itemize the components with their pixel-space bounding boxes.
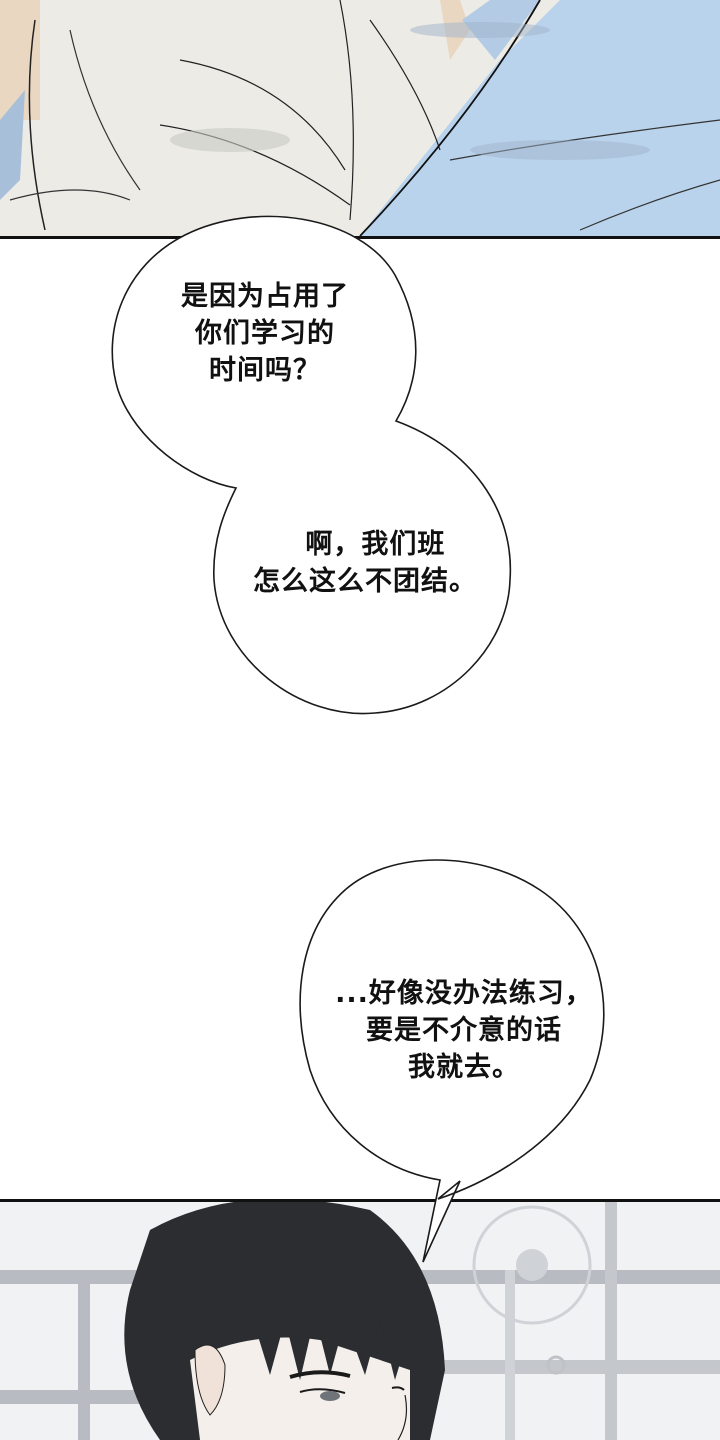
speech-bubble-1-text: 是因为占用了 你们学习的 时间吗？ — [181, 281, 349, 386]
boy-portrait-illustration — [0, 1200, 720, 1440]
bubble-3-outline — [299, 859, 605, 1263]
shirt-sleeve-illustration — [0, 0, 720, 236]
bottom-comic-panel — [0, 1200, 720, 1440]
speech-bubble-3-text: ...好像没办法练习， 要是不介意的话 我就去。 — [335, 978, 593, 1083]
speech-bubble-2-text: 啊，我们班 怎么这么不团结。 — [253, 529, 477, 597]
top-comic-panel — [0, 0, 720, 236]
panel-border-top — [0, 236, 720, 239]
bubble-1-outline — [111, 215, 512, 715]
panel-border-bottom — [0, 1199, 720, 1202]
